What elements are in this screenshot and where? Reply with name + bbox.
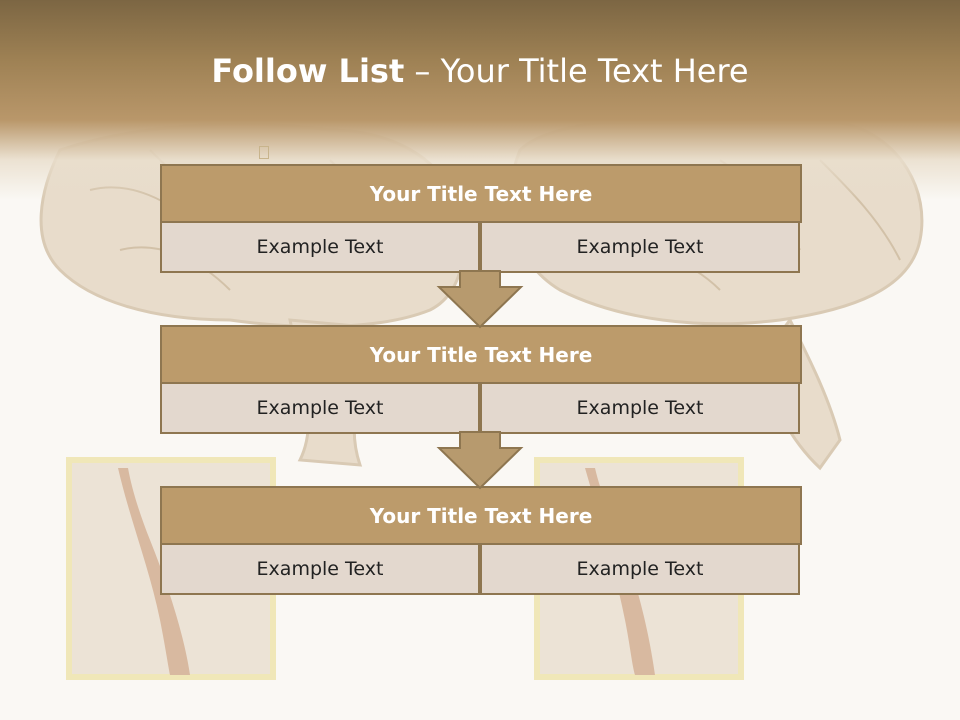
block-3-left-text: Example Text	[160, 543, 480, 595]
block-1-right-text: Example Text	[480, 221, 800, 273]
slide-title: Follow List – Your Title Text Here	[0, 52, 960, 90]
block-3-right-text: Example Text	[480, 543, 800, 595]
small-placeholder-marker	[259, 146, 269, 159]
block-2-left-text: Example Text	[160, 382, 480, 434]
block-3-title: Your Title Text Here	[160, 486, 802, 545]
title-bold-part: Follow List	[211, 52, 405, 90]
block-1-left-text: Example Text	[160, 221, 480, 273]
down-arrow-2	[436, 431, 524, 490]
down-arrow-1	[436, 270, 524, 329]
block-2-right-text: Example Text	[480, 382, 800, 434]
block-1-title: Your Title Text Here	[160, 164, 802, 223]
title-light-part: – Your Title Text Here	[404, 52, 749, 90]
left-vessel-illustration	[118, 468, 190, 675]
